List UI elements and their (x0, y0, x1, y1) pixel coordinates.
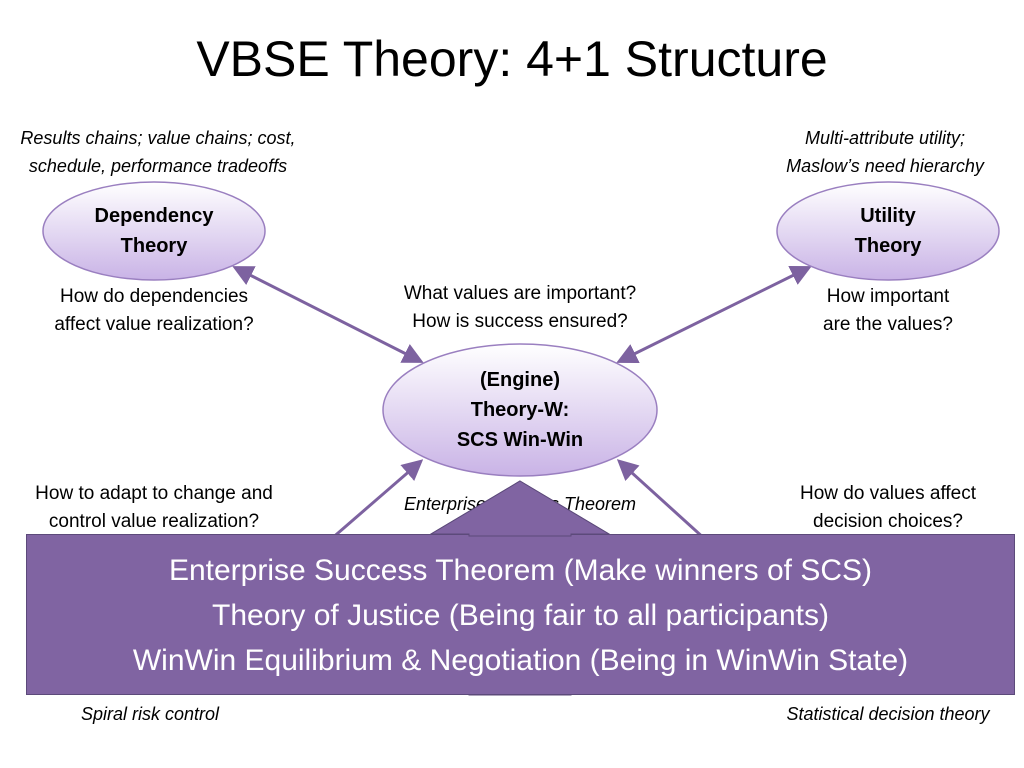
banner-line-2: Theory of Justice (Being fair to all par… (212, 599, 829, 632)
utility-theory-label: Utility Theory (854, 205, 922, 257)
arrow-dependency-engine (232, 266, 424, 363)
center-question-text: What values are important? How is succes… (403, 283, 637, 332)
engine-theory-w-label: (Engine) Theory-W: SCS Win-Win (456, 369, 584, 451)
dependency-question-text: How do dependencies affect value realiza… (54, 286, 254, 335)
arrow-control-engine (329, 459, 424, 542)
banner-line-1: Enterprise Success Theorem (Make winners… (168, 554, 873, 587)
dependency-theory-label: Dependency Theory (94, 205, 214, 257)
arrow-decision-engine (616, 459, 708, 542)
banner-text: Enterprise Success Theorem (Make winners… (26, 548, 1015, 683)
engine-theory-w-node (382, 343, 658, 477)
utility-theory-node (776, 181, 1000, 281)
arrow-utility-engine (616, 266, 812, 363)
spiral-risk-control-text: Spiral risk control (80, 704, 220, 724)
utility-methods-text: Multi-attribute utility; Maslow’s need h… (786, 128, 984, 176)
statistical-decision-theory-text: Statistical decision theory (786, 704, 990, 724)
dependency-theory-node (42, 181, 266, 281)
banner-line-3: WinWin Equilibrium & Negotiation (Being … (132, 644, 909, 677)
control-question-text: How to adapt to change and control value… (35, 483, 273, 532)
utility-question-text: How important are the values? (823, 286, 953, 335)
decision-question-text: How do values affect decision choices? (799, 483, 977, 532)
banner-box (26, 534, 1015, 695)
slide-title: VBSE Theory: 4+1 Structure (196, 31, 828, 87)
dependency-methods-text: Results chains; value chains; cost, sche… (20, 128, 296, 176)
